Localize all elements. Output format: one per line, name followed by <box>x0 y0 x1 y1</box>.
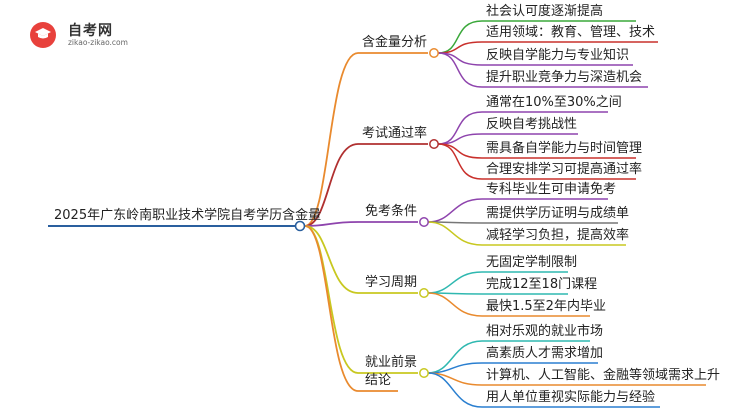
branch-connector <box>304 143 359 227</box>
root-label[interactable]: 2025年广东岭南职业技术学院自考学历含金量 <box>54 207 321 223</box>
logo-url: zikao-zikao.com <box>68 38 128 47</box>
branch-label[interactable]: 考试通过率 <box>362 125 427 141</box>
branch-connector <box>304 225 359 392</box>
child-label[interactable]: 无固定学制限制 <box>486 254 577 270</box>
branch-connector <box>304 225 359 294</box>
child-label[interactable]: 反映自考挑战性 <box>486 117 577 132</box>
child-label[interactable]: 最快1.5至2年内毕业 <box>486 298 606 314</box>
child-label[interactable]: 通常在10%至30%之间 <box>486 95 622 110</box>
graduation-cap-icon <box>35 28 51 39</box>
child-label[interactable]: 反映自学能力与专业知识 <box>486 47 629 63</box>
branch-label[interactable]: 含金量分析 <box>362 34 427 50</box>
child-label[interactable]: 相对乐观的就业市场 <box>486 323 603 339</box>
branch-label[interactable]: 就业前景 <box>365 354 417 370</box>
child-label[interactable]: 用人单位重视实际能力与经验 <box>486 389 655 405</box>
child-connector <box>437 52 483 88</box>
branch-connector <box>304 225 359 374</box>
child-label[interactable]: 完成12至18门课程 <box>486 277 597 292</box>
branch-node-circle[interactable] <box>419 288 429 298</box>
nodes: 2025年广东岭南职业技术学院自考学历含金量 含金量分析 社会认可度逐渐提高适用领域… <box>54 3 720 405</box>
child-connector <box>437 20 483 54</box>
child-connector <box>427 221 483 246</box>
child-label[interactable]: 计算机、人工智能、金融等领域需求上升 <box>486 367 720 383</box>
branch-node-circle[interactable] <box>419 368 429 378</box>
child-connector <box>427 271 483 294</box>
child-connector <box>427 340 483 374</box>
child-connector <box>437 111 483 145</box>
child-label[interactable]: 减轻学习负担，提高效率 <box>486 227 629 243</box>
branch-node-circle[interactable] <box>419 217 429 227</box>
branch-connector <box>304 52 359 227</box>
child-label[interactable]: 需提供学历证明与成绩单 <box>486 205 629 221</box>
branch-label[interactable]: 免考条件 <box>365 203 417 219</box>
branch-label[interactable]: 结论 <box>365 373 391 388</box>
child-label[interactable]: 合理安排学习可提高通过率 <box>486 161 642 177</box>
child-label[interactable]: 专科毕业生可申请免考 <box>486 182 616 197</box>
branch-connector <box>304 221 359 227</box>
connector-lines <box>48 20 706 408</box>
branch-node-circle[interactable] <box>429 139 439 149</box>
child-connector <box>427 292 483 317</box>
branch-label[interactable]: 学习周期 <box>365 274 417 290</box>
child-label[interactable]: 需具备自学能力与时间管理 <box>486 140 642 156</box>
branch-node-circle[interactable] <box>429 48 439 58</box>
site-logo[interactable]: 自考网 zikao-zikao.com <box>30 20 150 50</box>
root-node-circle[interactable] <box>294 220 306 232</box>
child-label[interactable]: 适用领域：教育、管理、技术 <box>486 24 655 40</box>
child-connector <box>437 143 483 159</box>
child-label[interactable]: 高素质人才需求增加 <box>486 345 603 361</box>
child-label[interactable]: 提升职业竞争力与深造机会 <box>486 69 642 85</box>
child-connector <box>427 372 483 408</box>
child-connector <box>437 143 483 180</box>
child-connector <box>427 198 483 223</box>
child-label[interactable]: 社会认可度逐渐提高 <box>486 3 603 19</box>
logo-title: 自考网 <box>68 23 113 39</box>
